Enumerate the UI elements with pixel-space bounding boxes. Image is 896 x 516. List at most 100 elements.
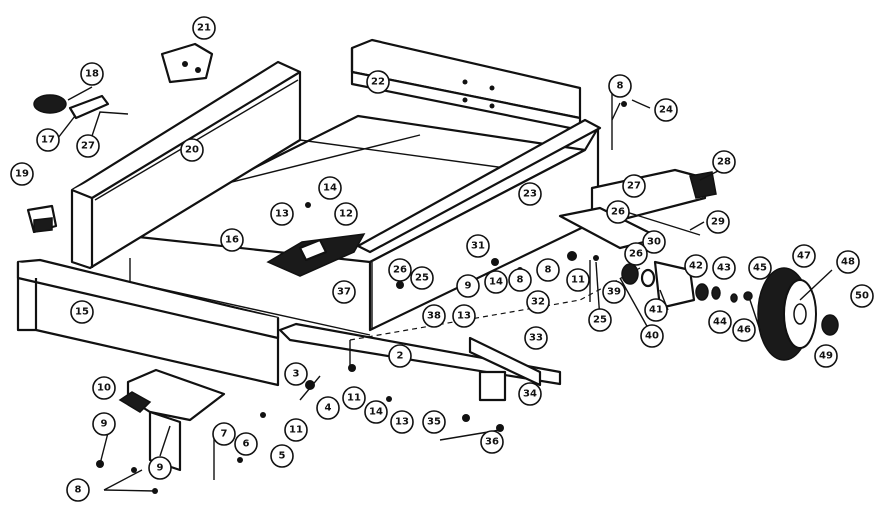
callout-label: 15 (75, 307, 89, 318)
callout-label: 3 (293, 369, 300, 380)
callout-c47: 49 (814, 344, 838, 368)
callout-label: 36 (485, 437, 499, 448)
callout-label: 43 (717, 263, 731, 274)
callout-c37: 42 (684, 254, 708, 278)
callout-label: 30 (647, 237, 661, 248)
callout-c24: 9 (456, 274, 480, 298)
bracket-19 (26, 204, 58, 234)
callout-label: 9 (101, 419, 108, 430)
callout-c13: 8 (608, 74, 632, 98)
hub-cap (821, 314, 839, 336)
callout-label: 8 (545, 265, 552, 276)
callout-c18: 26 (606, 200, 630, 224)
callout-c34: 25 (588, 308, 612, 332)
callout-c58: 11 (284, 418, 308, 442)
callout-c10: 12 (334, 202, 358, 226)
callout-c61: 6 (234, 432, 258, 456)
callout-c54: 13 (390, 410, 414, 434)
callout-c56: 36 (480, 430, 504, 454)
callout-label: 11 (289, 425, 303, 436)
callout-c22: 26 (388, 258, 412, 282)
callout-label: 8 (617, 81, 624, 92)
callout-label: 26 (611, 207, 625, 218)
callout-label: 49 (819, 351, 833, 362)
callout-label: 31 (471, 241, 485, 252)
callout-c23: 25 (410, 266, 434, 290)
callout-label: 47 (797, 251, 811, 262)
callout-label: 19 (15, 169, 29, 180)
callout-c60: 7 (212, 422, 236, 446)
callout-c1: 21 (192, 16, 216, 40)
tail-light-17 (68, 94, 110, 120)
callout-c49: 34 (518, 382, 542, 406)
callout-c20: 30 (642, 230, 666, 254)
callout-label: 4 (325, 403, 332, 414)
callout-c59: 9 (92, 412, 116, 436)
callout-c52: 11 (342, 386, 366, 410)
callout-label: 9 (465, 281, 472, 292)
callout-c33: 33 (524, 326, 548, 350)
callout-label: 42 (689, 261, 703, 272)
callout-label: 11 (571, 275, 585, 286)
callout-label: 13 (275, 209, 289, 220)
callout-label: 14 (369, 407, 383, 418)
callout-c28: 11 (566, 268, 590, 292)
callout-c38: 43 (712, 256, 736, 280)
tail-light-18 (33, 94, 67, 114)
callout-label: 13 (395, 417, 409, 428)
callout-c21: 31 (466, 234, 490, 258)
center-plate (266, 233, 366, 277)
callout-label: 41 (649, 305, 663, 316)
callout-label: 25 (415, 273, 429, 284)
callout-c53: 14 (364, 400, 388, 424)
callout-c43: 40 (640, 324, 664, 348)
callout-label: 18 (85, 69, 99, 80)
callout-c57: 10 (92, 376, 116, 400)
callout-c50: 3 (284, 362, 308, 386)
callout-label: 28 (717, 157, 731, 168)
callout-c62: 5 (270, 444, 294, 468)
callout-c19: 29 (706, 210, 730, 234)
callout-label: 26 (629, 249, 643, 260)
callout-c29: 37 (332, 280, 356, 304)
callout-label: 25 (593, 315, 607, 326)
callout-c64: 8 (66, 478, 90, 502)
callout-label: 40 (645, 331, 659, 342)
callout-c45: 46 (732, 318, 756, 342)
leaf-spring (468, 336, 542, 402)
callout-label: 34 (523, 389, 537, 400)
callout-c17: 28 (712, 150, 736, 174)
callout-label: 5 (279, 451, 286, 462)
callout-label: 7 (221, 429, 228, 440)
callout-c39: 45 (748, 256, 772, 280)
callout-label: 27 (81, 141, 95, 152)
hitch-coupler (118, 368, 226, 472)
callout-label: 32 (531, 297, 545, 308)
callout-c6: 20 (180, 138, 204, 162)
front-panel (16, 258, 371, 387)
callout-label: 13 (457, 311, 471, 322)
callout-label: 44 (713, 317, 727, 328)
callout-c48: 2 (388, 344, 412, 368)
callout-c40: 47 (792, 244, 816, 268)
callout-c46: 50 (850, 284, 874, 308)
callout-label: 2 (397, 351, 404, 362)
callout-c16: 27 (622, 174, 646, 198)
callout-label: 9 (157, 463, 164, 474)
callout-label: 23 (523, 189, 537, 200)
callout-label: 14 (489, 277, 503, 288)
wheel-tire (757, 267, 817, 361)
callout-c36: 26 (624, 242, 648, 266)
callout-c51: 4 (316, 396, 340, 420)
callout-label: 16 (225, 235, 239, 246)
callout-label: 21 (197, 23, 211, 34)
callout-label: 48 (841, 257, 855, 268)
hub-bearings (621, 260, 753, 310)
callout-c3: 18 (80, 62, 104, 86)
callout-c12: 15 (70, 300, 94, 324)
callout-c5: 27 (76, 134, 100, 158)
callout-c31: 13 (452, 304, 476, 328)
callout-c2: 22 (366, 70, 390, 94)
callout-c4: 17 (36, 128, 60, 152)
